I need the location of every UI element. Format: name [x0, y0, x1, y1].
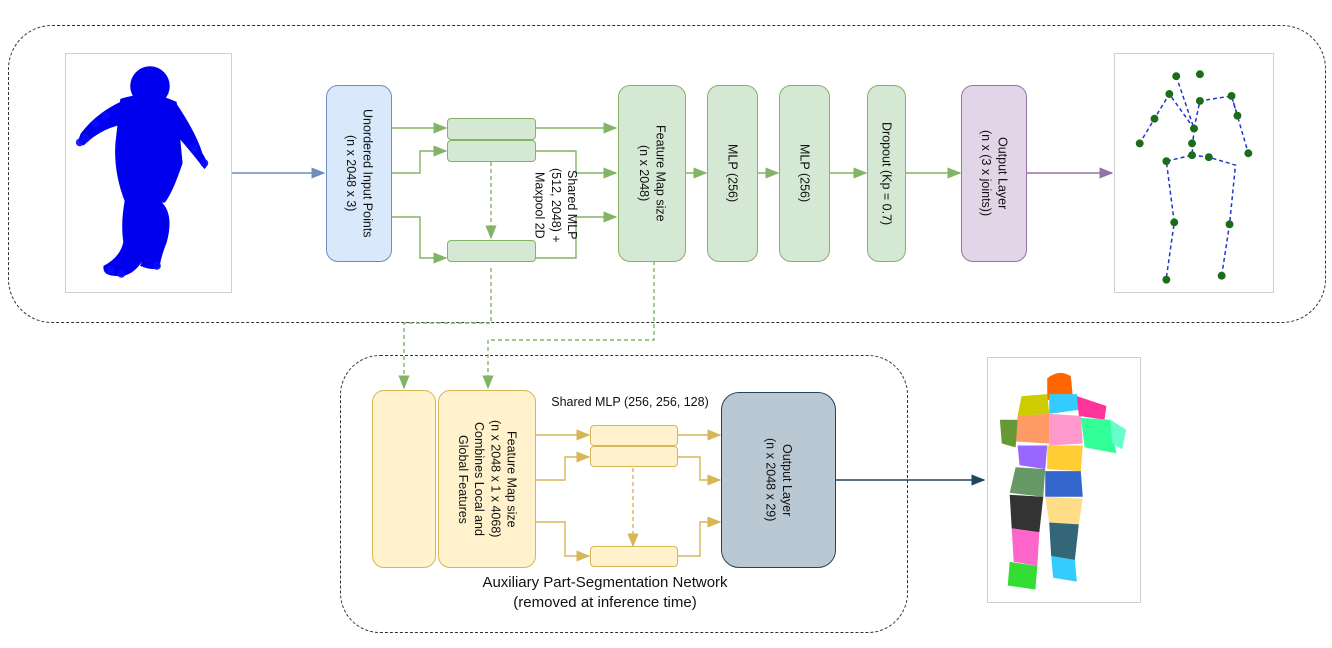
mlp-box-1: MLP (256): [707, 85, 758, 262]
aux-output-layer-label: Output Layer (n x 2048 x 29): [763, 438, 794, 522]
shared-mlp-box-1: [447, 118, 536, 140]
aux-input-box: [372, 390, 436, 568]
dropout-label: Dropout (Kp = 0.7): [879, 121, 894, 226]
aux-mlp-box-3: [590, 546, 678, 567]
main-network-region: [8, 25, 1326, 323]
input-points-label: Unordered Input Points (n x 2048 x 3): [344, 109, 375, 238]
aux-output-layer-box: Output Layer (n x 2048 x 29): [721, 392, 836, 568]
shared-mlp-label: Shared MLP (512, 2048) + Maxpool 2D: [532, 167, 580, 243]
skeleton-output-image: [1114, 53, 1274, 293]
output-layer-label: Output Layer (n x (3 x joints)): [979, 130, 1010, 217]
feature-map-box: Feature Map size (n x 2048): [618, 85, 686, 262]
aux-shared-mlp-label: Shared MLP (256, 256, 128): [551, 395, 709, 409]
shared-mlp-box-2: [447, 140, 536, 162]
aux-network-subtitle: (removed at inference time): [513, 594, 697, 611]
feature-map-label: Feature Map size (n x 2048): [637, 125, 668, 222]
input-point-cloud-image: [65, 53, 232, 293]
output-layer-box: Output Layer (n x (3 x joints)): [961, 85, 1027, 262]
aux-feature-map-label: Feature Map size (n x 2048 x 1 x 4068) C…: [455, 420, 519, 538]
dropout-box: Dropout (Kp = 0.7): [867, 85, 906, 262]
shared-mlp-box-3: [447, 240, 536, 262]
input-points-box: Unordered Input Points (n x 2048 x 3): [326, 85, 392, 262]
mlp-1-label: MLP (256): [725, 144, 740, 203]
aux-network-title: Auxiliary Part-Segmentation Network: [482, 574, 728, 591]
aux-feature-map-box: Feature Map size (n x 2048 x 1 x 4068) C…: [438, 390, 536, 568]
mlp-box-2: MLP (256): [779, 85, 830, 262]
aux-mlp-box-2: [590, 446, 678, 467]
auxiliary-network-region: [340, 355, 908, 633]
segmentation-output-image: [987, 357, 1141, 603]
mlp-2-label: MLP (256): [797, 144, 812, 203]
aux-mlp-box-1: [590, 425, 678, 446]
